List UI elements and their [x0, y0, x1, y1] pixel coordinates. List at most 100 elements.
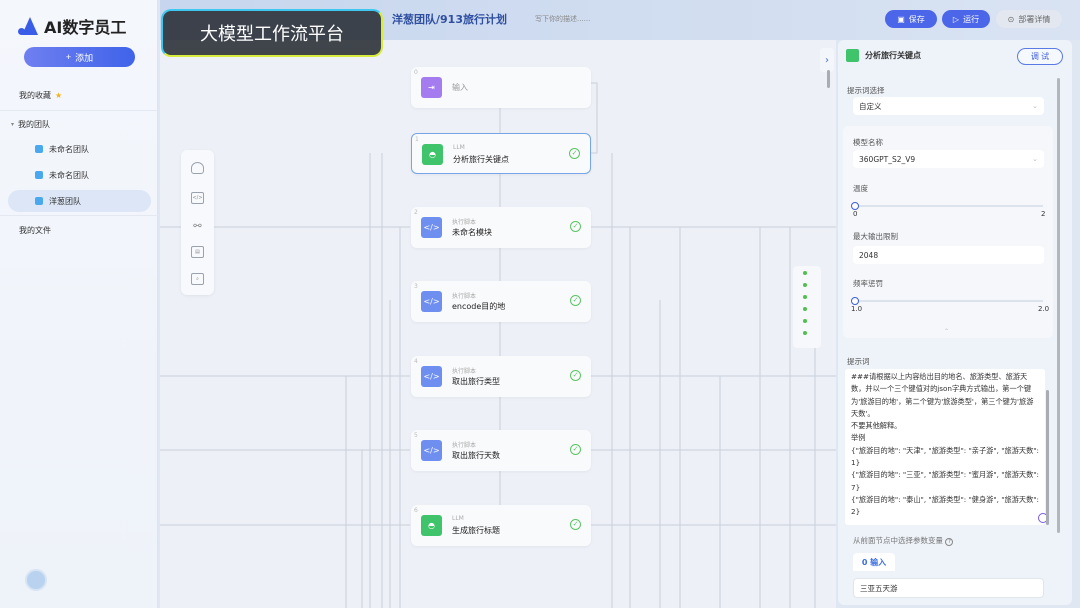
check-circle-icon: ✓	[570, 221, 581, 232]
temperature-label: 温度	[853, 184, 868, 193]
workflow-node[interactable]: 0 ⇥ 输入	[411, 67, 591, 108]
prompt-textarea[interactable]: ###请根据以上内容给出目的地名、旅游类型、旅游天数，并以一个三个键值对的jso…	[845, 369, 1045, 525]
temperature-slider[interactable]	[851, 202, 1043, 210]
minimap[interactable]	[793, 266, 821, 348]
add-button[interactable]: +添加	[24, 47, 135, 67]
status-dot	[803, 295, 807, 299]
chevron-down-icon: ⌄	[1032, 155, 1038, 163]
tab-input[interactable]: 0 输入	[853, 553, 895, 571]
code-script-icon[interactable]: </>	[191, 192, 204, 204]
node-type: 执行脚本	[452, 368, 477, 375]
logo-icon	[18, 17, 38, 35]
max-output-label: 最大输出限制	[853, 232, 898, 241]
avatar[interactable]	[25, 569, 47, 591]
panel-scrollbar[interactable]	[1057, 78, 1060, 533]
caret-down-icon: ▾	[11, 120, 15, 128]
team-label: 未命名团队	[49, 170, 89, 180]
sidebar	[0, 0, 158, 608]
link-icon[interactable]: ⚯	[193, 220, 202, 232]
sidebar-item-my-team[interactable]: ▾我的团队	[8, 113, 151, 135]
prompt-select-value: 自定义	[859, 101, 882, 111]
prompt-scrollbar[interactable]	[1046, 390, 1049, 525]
node-name: 取出旅行类型	[452, 377, 500, 386]
collapse-up-icon[interactable]: ⌃	[944, 328, 950, 335]
node-name: 输入	[452, 83, 468, 92]
node-name: 取出旅行天数	[452, 451, 500, 460]
input-value-field[interactable]: 三亚五天游	[853, 578, 1044, 598]
status-dot	[803, 331, 807, 335]
app-logo: AI数字员工	[18, 14, 126, 38]
max-output-input[interactable]: 2048	[853, 246, 1044, 264]
sidebar-item-team[interactable]: 未命名团队	[8, 138, 151, 160]
my-files-label: 我的文件	[19, 225, 51, 235]
node-toolbox: </> ⚯ ▤ ⌕	[181, 150, 214, 295]
panel-title-text: 分析旅行关键点	[865, 51, 921, 60]
debug-button[interactable]: 调 试	[1017, 48, 1063, 65]
prompt-select-label: 提示词选择	[847, 86, 885, 95]
model-dropdown[interactable]: 360GPT_S2_V9 ⌄	[853, 150, 1044, 168]
llm-robot-icon[interactable]	[191, 162, 204, 174]
team-icon	[35, 145, 43, 153]
check-circle-icon: ✓	[570, 519, 581, 530]
add-label: 添加	[75, 52, 94, 63]
run-label: 运行	[963, 14, 980, 24]
node-name: 未命名模块	[452, 228, 492, 237]
deploy-icon: ⊙	[1007, 14, 1015, 24]
description-input[interactable]: 写下你的描述......	[535, 15, 591, 23]
app-name: AI数字员工	[44, 18, 127, 37]
canvas-scrollbar[interactable]	[827, 70, 830, 88]
llm-node-icon: ◓	[421, 515, 442, 536]
save-label: 保存	[908, 14, 925, 24]
sidebar-item-my-files[interactable]: 我的文件	[8, 219, 151, 241]
breadcrumb[interactable]: 洋葱团队/913旅行计划	[392, 13, 507, 26]
model-value: 360GPT_S2_V9	[859, 154, 916, 164]
freq-penalty-label: 频率惩罚	[853, 279, 883, 288]
team-label: 洋葱团队	[49, 196, 81, 206]
llm-robot-icon	[846, 49, 859, 62]
sidebar-item-favorites[interactable]: 我的收藏★	[8, 84, 151, 106]
freq-penalty-min: 1.0	[851, 305, 863, 313]
node-index: 1	[415, 136, 419, 143]
status-dot	[803, 319, 807, 323]
sidebar-item-team-active[interactable]: 洋葱团队	[8, 190, 151, 212]
node-name: 分析旅行关键点	[453, 155, 509, 164]
table-icon[interactable]: ▤	[191, 246, 204, 258]
workflow-node[interactable]: 1 ◓ LLM 分析旅行关键点 ✓	[411, 133, 591, 174]
play-icon: ▷	[952, 14, 960, 24]
freq-penalty-slider[interactable]	[851, 297, 1043, 305]
sidebar-item-team[interactable]: 未命名团队	[8, 164, 151, 186]
team-icon	[35, 171, 43, 179]
params-label: 从前面节点中选择参数变量 ?	[853, 535, 954, 546]
prompt-select-dropdown[interactable]: 自定义⌄	[853, 97, 1044, 115]
save-icon: ▣	[897, 14, 905, 24]
divider	[0, 110, 158, 111]
deploy-label: 部署详情	[1018, 14, 1051, 24]
help-icon[interactable]: ?	[945, 538, 954, 546]
panel-title: 分析旅行关键点	[846, 49, 921, 62]
slider-knob[interactable]	[851, 202, 859, 210]
workflow-node[interactable]: 6 ◓ LLM 生成旅行标题 ✓	[411, 505, 591, 546]
workflow-node[interactable]: 4 </> 执行脚本 取出旅行类型 ✓	[411, 356, 591, 397]
search-doc-icon[interactable]: ⌕	[191, 273, 204, 285]
workflow-node[interactable]: 2 </> 执行脚本 未命名模块 ✓	[411, 207, 591, 248]
params-label-text: 从前面节点中选择参数变量	[853, 536, 943, 545]
workflow-node[interactable]: 3 </> 执行脚本 encode目的地 ✓	[411, 281, 591, 322]
check-circle-icon: ✓	[570, 295, 581, 306]
workflow-node[interactable]: 5 </> 执行脚本 取出旅行天数 ✓	[411, 430, 591, 471]
deploy-details-button[interactable]: ⊙部署详情	[996, 10, 1062, 28]
slider-knob[interactable]	[851, 297, 859, 305]
script-node-icon: </>	[421, 440, 442, 461]
node-type: 执行脚本	[452, 293, 477, 300]
run-button[interactable]: ▷运行	[942, 10, 990, 28]
temperature-max: 2	[1041, 210, 1046, 218]
save-button[interactable]: ▣保存	[885, 10, 937, 28]
team-label: 未命名团队	[49, 144, 89, 154]
check-circle-icon: ✓	[570, 444, 581, 455]
node-name: 生成旅行标题	[452, 526, 500, 535]
max-output-value: 2048	[859, 250, 879, 260]
status-dot	[803, 283, 807, 287]
node-index: 0	[414, 69, 418, 76]
node-name: encode目的地	[452, 302, 506, 311]
node-index: 4	[414, 358, 418, 365]
collapse-panel-chevron-icon[interactable]: ›	[820, 48, 834, 72]
